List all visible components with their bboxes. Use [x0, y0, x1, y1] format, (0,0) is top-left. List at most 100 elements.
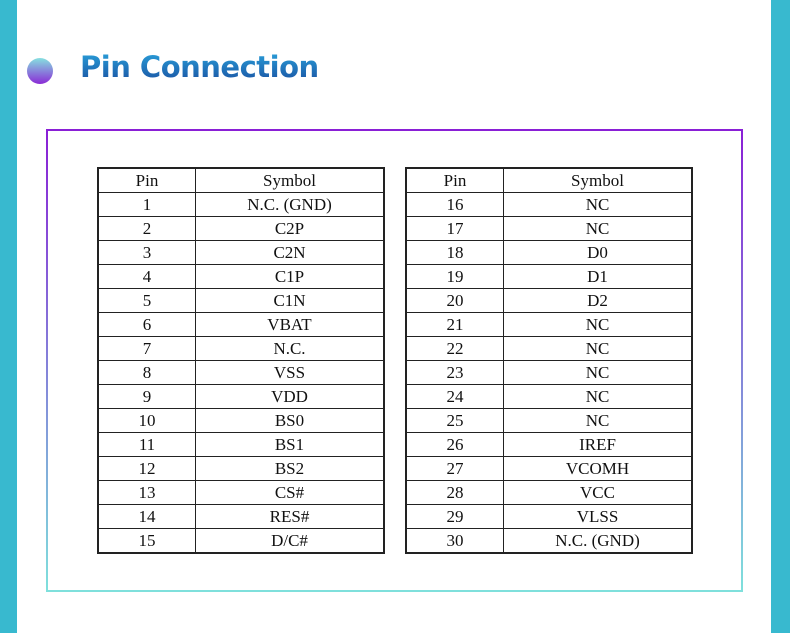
- left-accent-bar: [0, 0, 17, 633]
- pin-cell: 9: [97, 384, 196, 409]
- symbol-cell: NC: [503, 216, 693, 241]
- symbol-cell: C2N: [195, 240, 385, 265]
- pin-cell: 25: [405, 408, 504, 433]
- symbol-cell: BS0: [195, 408, 385, 433]
- column-header: Symbol: [195, 167, 385, 193]
- pin-cell: 12: [97, 456, 196, 481]
- symbol-cell: D2: [503, 288, 693, 313]
- symbol-cell: N.C. (GND): [195, 192, 385, 217]
- symbol-cell: C1N: [195, 288, 385, 313]
- symbol-cell: VCC: [503, 480, 693, 505]
- pin-cell: 19: [405, 264, 504, 289]
- pin-cell: 23: [405, 360, 504, 385]
- column-header: Symbol: [503, 167, 693, 193]
- pin-cell: 13: [97, 480, 196, 505]
- symbol-cell: BS1: [195, 432, 385, 457]
- pin-cell: 27: [405, 456, 504, 481]
- symbol-cell: C2P: [195, 216, 385, 241]
- symbol-cell: N.C. (GND): [503, 528, 693, 554]
- pin-cell: 2: [97, 216, 196, 241]
- symbol-cell: CS#: [195, 480, 385, 505]
- symbol-cell: NC: [503, 312, 693, 337]
- pin-cell: 15: [97, 528, 196, 554]
- pin-cell: 21: [405, 312, 504, 337]
- pin-cell: 18: [405, 240, 504, 265]
- column-header: Pin: [405, 167, 504, 193]
- symbol-cell: IREF: [503, 432, 693, 457]
- pin-cell: 17: [405, 216, 504, 241]
- symbol-cell: C1P: [195, 264, 385, 289]
- symbol-cell: N.C.: [195, 336, 385, 361]
- symbol-cell: VBAT: [195, 312, 385, 337]
- pin-cell: 4: [97, 264, 196, 289]
- symbol-cell: VDD: [195, 384, 385, 409]
- pin-cell: 30: [405, 528, 504, 554]
- symbol-cell: VCOMH: [503, 456, 693, 481]
- pin-cell: 29: [405, 504, 504, 529]
- pin-cell: 22: [405, 336, 504, 361]
- symbol-cell: BS2: [195, 456, 385, 481]
- pin-cell: 8: [97, 360, 196, 385]
- bullet-dot-icon: [27, 58, 53, 84]
- symbol-cell: NC: [503, 192, 693, 217]
- symbol-cell: RES#: [195, 504, 385, 529]
- right-accent-bar: [771, 0, 790, 633]
- page-title: Pin Connection: [80, 50, 319, 84]
- symbol-cell: NC: [503, 360, 693, 385]
- pin-cell: 14: [97, 504, 196, 529]
- pin-cell: 24: [405, 384, 504, 409]
- column-header: Pin: [97, 167, 196, 193]
- pin-cell: 28: [405, 480, 504, 505]
- pin-cell: 7: [97, 336, 196, 361]
- symbol-cell: VSS: [195, 360, 385, 385]
- pin-cell: 26: [405, 432, 504, 457]
- symbol-cell: VLSS: [503, 504, 693, 529]
- symbol-cell: D1: [503, 264, 693, 289]
- pin-cell: 20: [405, 288, 504, 313]
- symbol-cell: NC: [503, 336, 693, 361]
- pin-cell: 5: [97, 288, 196, 313]
- pin-cell: 16: [405, 192, 504, 217]
- symbol-cell: NC: [503, 408, 693, 433]
- pin-cell: 10: [97, 408, 196, 433]
- symbol-cell: D/C#: [195, 528, 385, 554]
- pin-cell: 1: [97, 192, 196, 217]
- pin-cell: 3: [97, 240, 196, 265]
- pin-cell: 6: [97, 312, 196, 337]
- symbol-cell: D0: [503, 240, 693, 265]
